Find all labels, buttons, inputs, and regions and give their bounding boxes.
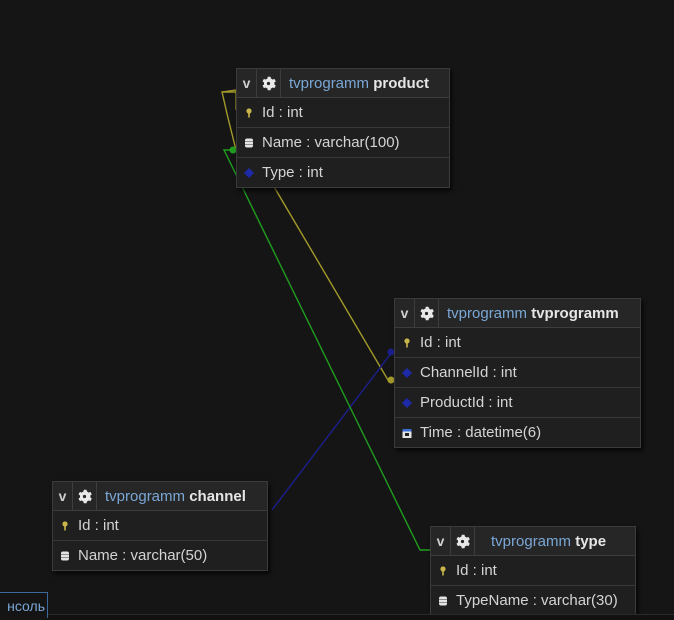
table-type[interactable]: v tvprogramm type Id : int TypeName : va… xyxy=(430,526,636,616)
collapse-toggle[interactable]: v xyxy=(431,527,451,555)
field-row[interactable]: Type : int xyxy=(237,158,449,187)
field-label: Type : int xyxy=(262,164,323,181)
field-row[interactable]: ChannelId : int xyxy=(395,358,640,388)
table-product[interactable]: v tvprogramm product Id : int Name : var… xyxy=(236,68,450,188)
gear-icon[interactable] xyxy=(415,299,439,327)
table-title: tvprogramm tvprogramm xyxy=(439,305,619,322)
table-name: type xyxy=(575,532,607,550)
table-title: tvprogramm channel xyxy=(97,488,246,505)
gear-icon[interactable] xyxy=(73,482,97,510)
key-icon xyxy=(59,520,71,532)
foreign-key-icon xyxy=(401,397,413,409)
field-label: Id : int xyxy=(456,562,497,579)
table-header[interactable]: v tvprogramm tvprogramm xyxy=(395,299,640,328)
foreign-key-icon xyxy=(401,367,413,379)
table-name: tvprogramm xyxy=(531,304,619,322)
collapse-toggle[interactable]: v xyxy=(53,482,73,510)
field-row[interactable]: Id : int xyxy=(237,98,449,128)
relation-end-dot xyxy=(229,146,237,154)
field-row[interactable]: Name : varchar(100) xyxy=(237,128,449,158)
field-label: Name : varchar(100) xyxy=(262,134,400,151)
key-icon xyxy=(437,565,449,577)
table-header[interactable]: v tvprogramm product xyxy=(237,69,449,98)
console-tab-label: нсоль xyxy=(7,597,45,614)
field-label: Id : int xyxy=(78,517,119,534)
field-label: Time : datetime(6) xyxy=(420,424,542,441)
key-icon xyxy=(401,337,413,349)
key-icon xyxy=(243,107,255,119)
console-tab[interactable]: нсоль xyxy=(0,592,48,618)
field-row[interactable]: Id : int xyxy=(53,511,267,541)
table-title: tvprogramm product xyxy=(281,75,429,92)
relation-channel-tvprogramm[interactable] xyxy=(271,351,395,511)
table-title: tvprogramm type xyxy=(475,533,606,550)
column-icon xyxy=(437,595,449,607)
schema-name: tvprogramm xyxy=(491,532,572,550)
foreign-key-icon xyxy=(243,167,255,179)
schema-name: tvprogramm xyxy=(447,304,528,322)
field-label: Name : varchar(50) xyxy=(78,547,208,564)
table-tvprogramm[interactable]: v tvprogramm tvprogramm Id : int Channel… xyxy=(394,298,641,448)
bottom-bar xyxy=(48,614,674,620)
schema-name: tvprogramm xyxy=(105,487,186,505)
field-row[interactable]: Id : int xyxy=(395,328,640,358)
field-row[interactable]: ProductId : int xyxy=(395,388,640,418)
datetime-icon xyxy=(401,427,413,439)
field-label: ProductId : int xyxy=(420,394,513,411)
column-icon xyxy=(59,550,71,562)
field-row[interactable]: Id : int xyxy=(431,556,635,586)
field-label: Id : int xyxy=(420,334,461,351)
table-header[interactable]: v tvprogramm channel xyxy=(53,482,267,511)
field-row[interactable]: TypeName : varchar(30) xyxy=(431,586,635,615)
collapse-toggle[interactable]: v xyxy=(237,69,257,97)
field-row[interactable]: Name : varchar(50) xyxy=(53,541,267,570)
relation-end-dot xyxy=(387,376,395,384)
relation-end-dot xyxy=(387,348,395,356)
schema-name: tvprogramm xyxy=(289,74,370,92)
field-label: Id : int xyxy=(262,104,303,121)
table-header[interactable]: v tvprogramm type xyxy=(431,527,635,556)
column-icon xyxy=(243,137,255,149)
table-channel[interactable]: v tvprogramm channel Id : int Name : var… xyxy=(52,481,268,571)
table-name: channel xyxy=(189,487,246,505)
gear-icon[interactable] xyxy=(257,69,281,97)
field-label: ChannelId : int xyxy=(420,364,517,381)
field-label: TypeName : varchar(30) xyxy=(456,592,618,609)
table-name: product xyxy=(373,74,430,92)
collapse-toggle[interactable]: v xyxy=(395,299,415,327)
gear-icon[interactable] xyxy=(451,527,475,555)
field-row[interactable]: Time : datetime(6) xyxy=(395,418,640,447)
